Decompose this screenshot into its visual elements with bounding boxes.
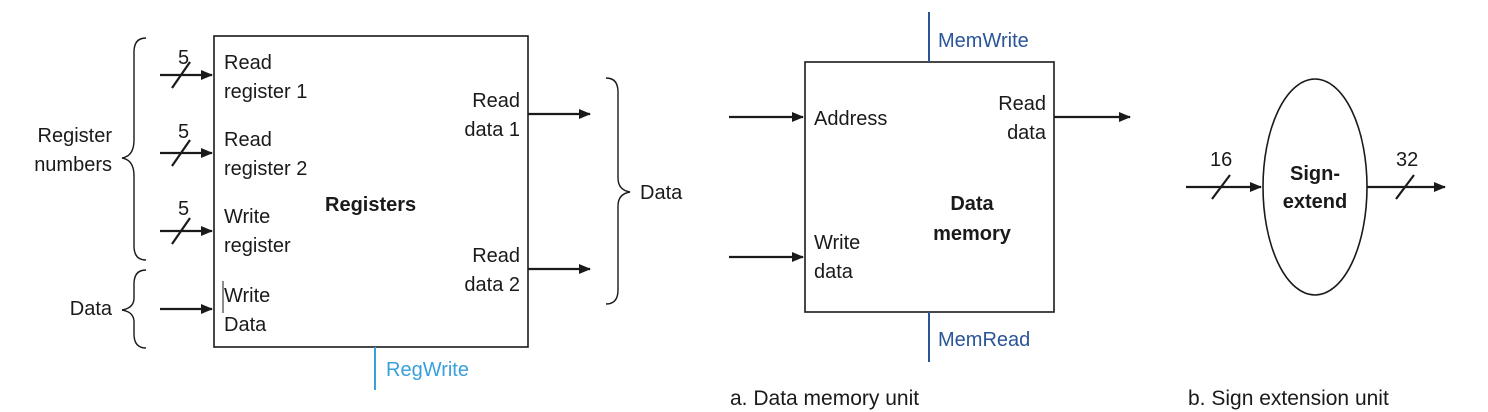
register-numbers-brace [121,37,147,261]
memory-read-data-label-line2: data [1007,122,1047,144]
write-register-label-line2: register [224,235,291,257]
data-output-brace-label: Data [640,182,683,204]
read-data-1-label-line2: data 1 [464,119,520,141]
bus-width-label-1: 5 [178,47,189,69]
write-data-label-line2: Data [224,314,267,336]
sign-extend-ellipse [1262,78,1368,296]
bus-slash-2 [171,139,191,167]
write-register-label-line1: Write [224,206,270,228]
write-data-label-line1: Write [224,285,270,307]
bus-slash-1 [171,61,191,89]
registers-title: Registers [325,194,416,216]
address-label: Address [814,108,887,130]
read-data-2-label-line1: Read [472,245,520,267]
data-memory-caption: a. Data memory unit [730,387,919,410]
memory-read-data-label-line1: Read [998,93,1046,115]
data-memory-title-line1: Data [950,193,994,215]
sign-extend-output-width: 32 [1396,149,1418,171]
read-register-2-label-line2: register 2 [224,158,307,180]
registers-unit: Registers 5 Read register 1 5 Read regis… [34,35,683,390]
memread-label: MemRead [938,329,1030,351]
read-register-1-label-line2: register 1 [224,81,307,103]
memory-write-data-label-line2: data [814,261,854,283]
sign-extend-input-width: 16 [1210,149,1232,171]
sign-extend-input-slash [1211,174,1231,200]
bus-slash-3 [171,217,191,245]
data-input-brace-label: Data [70,298,113,320]
register-numbers-label-line2: numbers [34,154,112,176]
sign-extend-caption: b. Sign extension unit [1188,387,1389,410]
read-data-1-label-line1: Read [472,90,520,112]
sign-extend-unit: Sign- extend 16 32 b. Sign extension uni… [1186,78,1446,410]
memwrite-label: MemWrite [938,30,1029,52]
sign-extend-title-line1: Sign- [1290,163,1340,185]
data-memory-unit: Data memory MemWrite MemRead Address Wri… [729,12,1131,410]
read-register-2-label-line1: Read [224,129,272,151]
read-register-1-label-line1: Read [224,52,272,74]
register-numbers-label-line1: Register [38,125,113,147]
read-data-2-label-line2: data 2 [464,274,520,296]
data-memory-block [804,61,1055,313]
bus-width-label-3: 5 [178,198,189,220]
bus-width-label-2: 5 [178,121,189,143]
data-memory-title-line2: memory [933,223,1012,245]
data-output-brace [605,77,631,305]
data-input-brace [121,269,147,349]
sign-extend-output-slash [1395,174,1415,200]
sign-extend-title-line2: extend [1283,191,1347,213]
memory-write-data-label-line1: Write [814,232,860,254]
regwrite-label: RegWrite [386,359,469,381]
registers-block [213,35,529,348]
